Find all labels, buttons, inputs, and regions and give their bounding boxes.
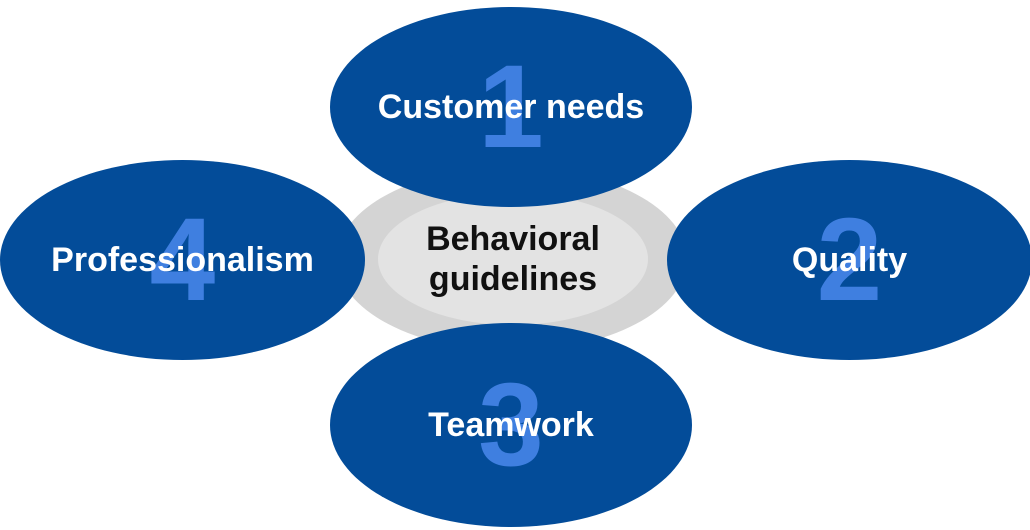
petal-label: Customer needs (377, 87, 645, 126)
petal-number: 1 (478, 41, 544, 173)
petal-professionalism: 4 Professionalism (0, 160, 365, 360)
petal-label: Quality (791, 240, 908, 279)
petal-label: Professionalism (51, 240, 314, 279)
center-inner-ellipse (378, 193, 648, 325)
petal-customer-needs: 1 Customer needs (330, 7, 692, 207)
center-label: Behavioral guidelines (426, 220, 600, 298)
petal-teamwork: 3 Teamwork (330, 323, 692, 527)
petal-quality: 2 Quality (667, 160, 1030, 360)
petal-label: Teamwork (428, 405, 594, 444)
petal-number: 4 (149, 194, 216, 326)
petal-number: 2 (816, 194, 883, 326)
petal-number: 3 (478, 359, 544, 491)
